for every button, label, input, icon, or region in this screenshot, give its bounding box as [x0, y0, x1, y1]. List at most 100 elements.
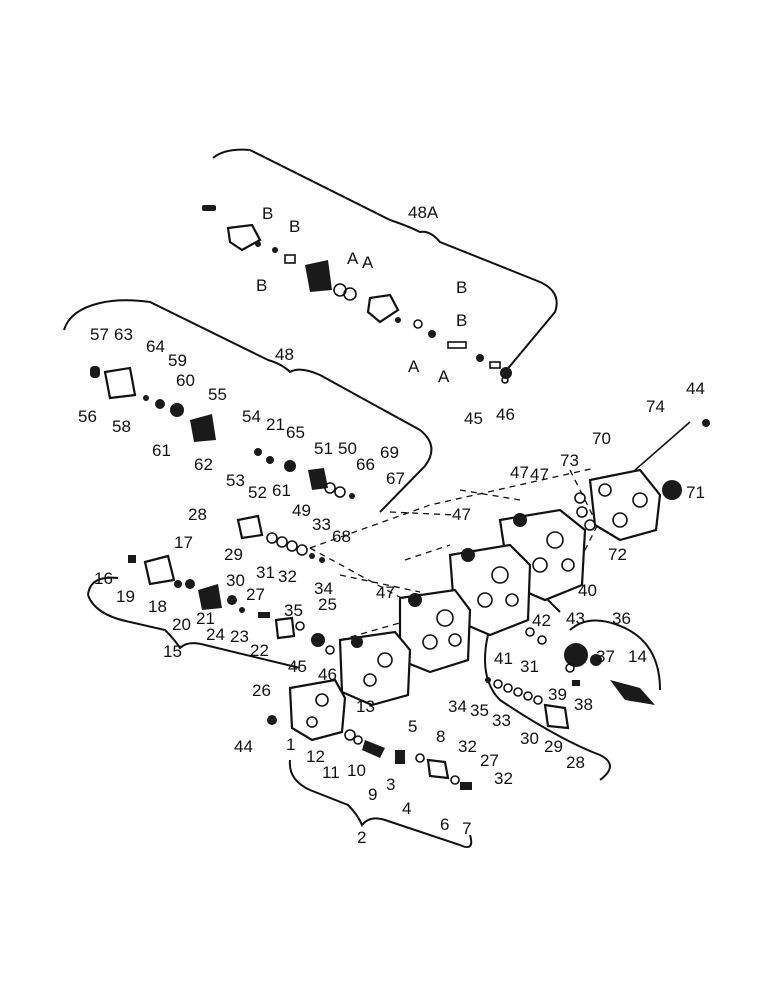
- label-30: 30: [226, 571, 245, 590]
- label-39: 39: [548, 685, 567, 704]
- label-52: 52: [248, 483, 267, 502]
- label-44: 44: [234, 737, 253, 756]
- label-32: 32: [278, 567, 297, 586]
- label-36: 36: [612, 609, 631, 628]
- label-34: 34: [448, 697, 467, 716]
- label-21: 21: [196, 609, 215, 628]
- brace-48: [63, 299, 433, 513]
- label-26: 26: [252, 681, 271, 700]
- label-59: 59: [168, 351, 187, 370]
- label-62: 62: [194, 455, 213, 474]
- brace-48A: [212, 148, 558, 373]
- label-56: 56: [78, 407, 97, 426]
- label-53: 53: [226, 471, 245, 490]
- label-9: 9: [368, 785, 377, 804]
- label-54: 54: [242, 407, 261, 426]
- label-13: 13: [356, 697, 375, 716]
- label-46: 46: [496, 405, 515, 424]
- label-60: 60: [176, 371, 195, 390]
- label-7: 7: [462, 819, 471, 838]
- outlet-cover: [588, 468, 662, 542]
- label-37: 37: [596, 647, 615, 666]
- label-4: 4: [402, 799, 411, 818]
- label-34: 34: [314, 579, 333, 598]
- inlet-cover: [288, 678, 347, 742]
- label-31: 31: [520, 657, 539, 676]
- label-B: B: [256, 276, 267, 295]
- label-33: 33: [492, 711, 511, 730]
- label-16: 16: [94, 569, 113, 588]
- label-35: 35: [284, 601, 303, 620]
- label-25: 25: [318, 595, 337, 614]
- label-29: 29: [224, 545, 243, 564]
- label-5: 5: [408, 717, 417, 736]
- label-21: 21: [266, 415, 285, 434]
- label-32: 32: [458, 737, 477, 756]
- label-47: 47: [452, 505, 471, 524]
- label-A: A: [347, 249, 359, 268]
- label-30: 30: [520, 729, 539, 748]
- label-72: 72: [608, 545, 627, 564]
- label-B: B: [456, 311, 467, 330]
- label-45: 45: [288, 657, 307, 676]
- label-74: 74: [646, 397, 665, 416]
- label-41: 41: [494, 649, 513, 668]
- label-64: 64: [146, 337, 165, 356]
- label-68: 68: [332, 527, 351, 546]
- label-48: 48: [275, 345, 294, 364]
- label-B: B: [289, 217, 300, 236]
- label-28: 28: [188, 505, 207, 524]
- relief-cap-71: [662, 480, 682, 500]
- label-3: 3: [386, 775, 395, 794]
- brace-15: [87, 576, 301, 669]
- label-29: 29: [544, 737, 563, 756]
- label-73: 73: [560, 451, 579, 470]
- label-10: 10: [347, 761, 366, 780]
- label-57: 57: [90, 325, 109, 344]
- valve-section-front: [338, 630, 412, 707]
- alignment-dashed-lines: [309, 467, 601, 641]
- label-24: 24: [206, 625, 225, 644]
- label-28: 28: [566, 753, 585, 772]
- label-A: A: [408, 357, 420, 376]
- label-A: A: [438, 367, 450, 386]
- small-parts: [90, 205, 655, 790]
- label-55: 55: [208, 385, 227, 404]
- label-65: 65: [286, 423, 305, 442]
- label-45: 45: [464, 409, 483, 428]
- label-27: 27: [480, 751, 499, 770]
- label-51: 51: [314, 439, 333, 458]
- brace-2: [288, 759, 473, 848]
- label-22: 22: [250, 641, 269, 660]
- part-labels: 48A 48 2 15 A A A A B B B B B 57 63 64 5…: [78, 203, 705, 847]
- label-48A: 48A: [408, 203, 439, 222]
- label-12: 12: [306, 747, 325, 766]
- label-35: 35: [470, 701, 489, 720]
- label-70: 70: [592, 429, 611, 448]
- label-47: 47: [376, 583, 395, 602]
- label-50: 50: [338, 439, 357, 458]
- label-71: 71: [686, 483, 705, 502]
- label-1: 1: [286, 735, 295, 754]
- label-42: 42: [532, 611, 551, 630]
- label-66: 66: [356, 455, 375, 474]
- label-8: 8: [436, 727, 445, 746]
- label-2: 2: [357, 828, 366, 847]
- label-17: 17: [174, 533, 193, 552]
- label-46: 46: [318, 665, 337, 684]
- label-18: 18: [148, 597, 167, 616]
- label-20: 20: [172, 615, 191, 634]
- label-B: B: [456, 278, 467, 297]
- label-15: 15: [163, 642, 182, 661]
- label-67: 67: [386, 469, 405, 488]
- label-11: 11: [322, 763, 340, 782]
- label-6: 6: [440, 815, 449, 834]
- label-A: A: [362, 253, 374, 272]
- label-32: 32: [494, 769, 513, 788]
- label-61: 61: [152, 441, 171, 460]
- label-B: B: [262, 204, 273, 223]
- label-69: 69: [380, 443, 399, 462]
- label-47: 47: [530, 465, 549, 484]
- tie-rod: [634, 419, 710, 471]
